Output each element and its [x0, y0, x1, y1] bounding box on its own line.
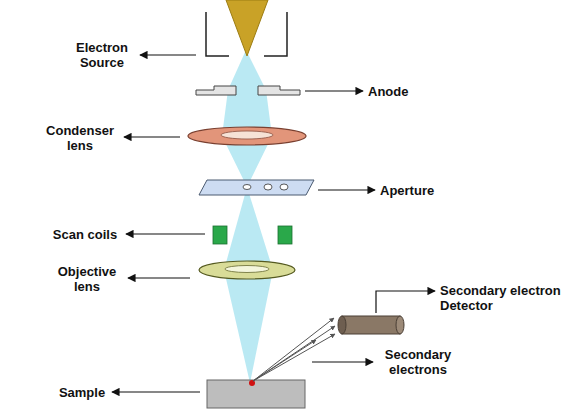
electron-beam [222, 50, 273, 383]
drawing-part [253, 334, 335, 381]
detector-body [342, 316, 400, 334]
drawing-part [305, 90, 363, 91]
drawing-part [128, 277, 190, 278]
aperture-hole [243, 185, 251, 190]
aperture-plate [199, 180, 314, 195]
scan-coil [213, 226, 227, 244]
drawing-part [318, 189, 375, 190]
condenser-lens [188, 127, 306, 145]
part-label: Aperture [380, 183, 470, 198]
leader-arrows [112, 55, 435, 392]
detector-face [338, 316, 346, 334]
condenser-bore [221, 131, 273, 139]
anode-right [258, 86, 300, 95]
aperture-hole [264, 184, 272, 190]
drawing-part [376, 291, 435, 313]
electron-source [226, 0, 268, 56]
part-label: Sample [54, 385, 110, 400]
drawing-part [126, 233, 205, 234]
part-label: Electron Source [66, 40, 138, 70]
drawing-part [253, 318, 334, 381]
part-label: Scan coils [46, 227, 124, 242]
part-label: Objective lens [48, 264, 126, 294]
detector-end [396, 316, 404, 334]
drawing-part [253, 326, 335, 381]
scan-coil [278, 226, 292, 244]
aperture-hole [280, 184, 288, 190]
secondary-electron-rays [253, 318, 335, 381]
part-label: Anode [368, 84, 448, 99]
wehnelt-cup [206, 12, 287, 56]
drawing-part [253, 340, 316, 381]
objective-lens [199, 261, 295, 279]
part-label: Secondary electron Detector [440, 283, 580, 313]
objective-bore [225, 266, 269, 273]
part-label: Condenser lens [40, 123, 120, 153]
anode-left [196, 86, 236, 95]
part-label: Secondary electrons [376, 347, 460, 377]
sample [207, 380, 305, 408]
drawing-part [112, 391, 200, 392]
drawing-part [312, 361, 373, 362]
drawing-part [140, 54, 196, 55]
drawing-part [124, 136, 180, 137]
